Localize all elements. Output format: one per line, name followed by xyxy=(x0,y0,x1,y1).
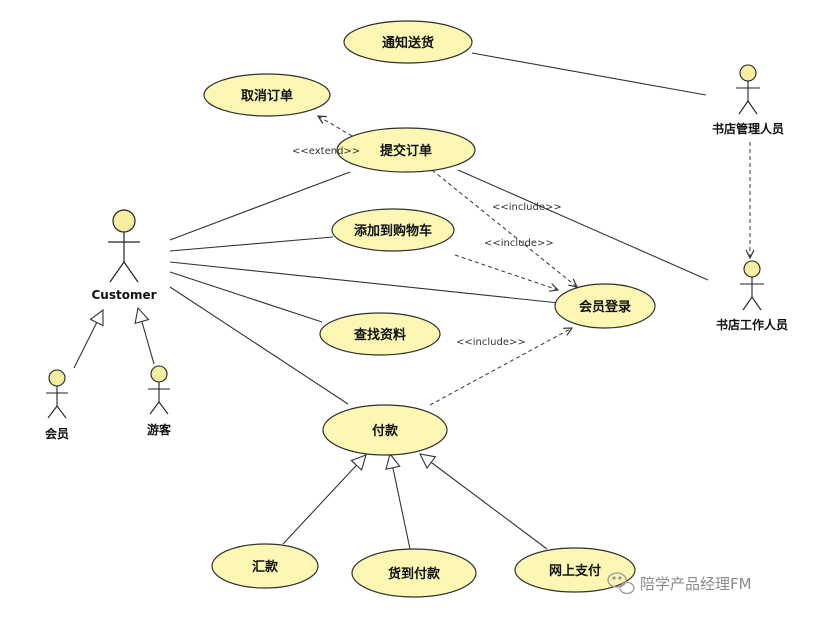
generalizations xyxy=(73,308,548,550)
use-case-label: 提交订单 xyxy=(380,143,432,159)
assoc-submit-worker xyxy=(457,169,709,281)
include-arrow-submit-login xyxy=(431,169,577,287)
associations xyxy=(169,52,709,405)
assoc-notify-manager xyxy=(471,52,707,96)
use-case-label: 查找资料 xyxy=(353,327,406,343)
gen-remit-pay xyxy=(282,455,366,545)
gen-cod-pay xyxy=(390,454,411,550)
assoc-customer-cart xyxy=(169,236,334,252)
use-case-cancel[interactable]: 取消订单 xyxy=(203,73,331,117)
extend-arrow xyxy=(318,116,353,137)
gen-online-pay xyxy=(420,454,548,550)
dependencies xyxy=(318,116,750,406)
gen-member-customer xyxy=(73,310,103,369)
include-label-cart: <<include>> xyxy=(484,238,554,249)
actor-label-member: 会员 xyxy=(45,426,69,441)
assoc-customer-pay xyxy=(169,286,349,405)
use-case-online[interactable]: 网上支付 xyxy=(514,547,636,593)
use-case-search[interactable]: 查找资料 xyxy=(319,312,441,356)
actor-visitor[interactable] xyxy=(148,365,170,415)
assoc-customer-search xyxy=(169,271,323,323)
assoc-customer-login xyxy=(169,261,560,304)
actor-label-worker: 书店工作人员 xyxy=(716,317,788,332)
wechat-icon xyxy=(607,572,635,595)
extend-label: <<extend>> xyxy=(292,146,360,157)
use-case-label: 付款 xyxy=(372,423,399,439)
use-case-cod[interactable]: 货到付款 xyxy=(351,548,477,598)
actor-label-visitor: 游客 xyxy=(147,422,172,437)
actor-label-manager: 书店管理人员 xyxy=(712,121,784,136)
use-case-label: 汇款 xyxy=(252,559,279,575)
use-case-remit[interactable]: 汇款 xyxy=(211,543,319,589)
gen-visitor-customer xyxy=(138,308,155,365)
include-arrow-cart-login xyxy=(454,254,558,290)
actor-customer[interactable] xyxy=(108,209,140,283)
use-case-label: 会员登录 xyxy=(579,299,631,315)
use-case-notify[interactable]: 通知送货 xyxy=(343,20,473,64)
use-case-label: 添加到购物车 xyxy=(354,223,432,239)
include-arrow-pay-login xyxy=(429,328,572,406)
include-label-submit: <<include>> xyxy=(492,202,562,213)
use-case-cart[interactable]: 添加到购物车 xyxy=(331,208,455,252)
assoc-customer-submit xyxy=(169,171,351,241)
watermark-text: 陪学产品经理FM xyxy=(640,575,752,593)
include-label-pay: <<include>> xyxy=(456,337,526,348)
actor-label-customer: Customer xyxy=(91,288,156,302)
use-case-label: 货到付款 xyxy=(388,566,441,582)
actor-member[interactable] xyxy=(46,369,68,419)
use-case-pay[interactable]: 付款 xyxy=(322,404,448,456)
use-case-label: 通知送货 xyxy=(382,35,434,51)
use-case-submit[interactable]: 提交订单 xyxy=(336,127,476,173)
use-case-label: 取消订单 xyxy=(241,88,293,104)
use-case-login[interactable]: 会员登录 xyxy=(554,283,656,329)
use-case-label: 网上支付 xyxy=(549,563,601,579)
actor-worker[interactable] xyxy=(740,260,764,311)
actor-manager[interactable] xyxy=(736,64,760,115)
